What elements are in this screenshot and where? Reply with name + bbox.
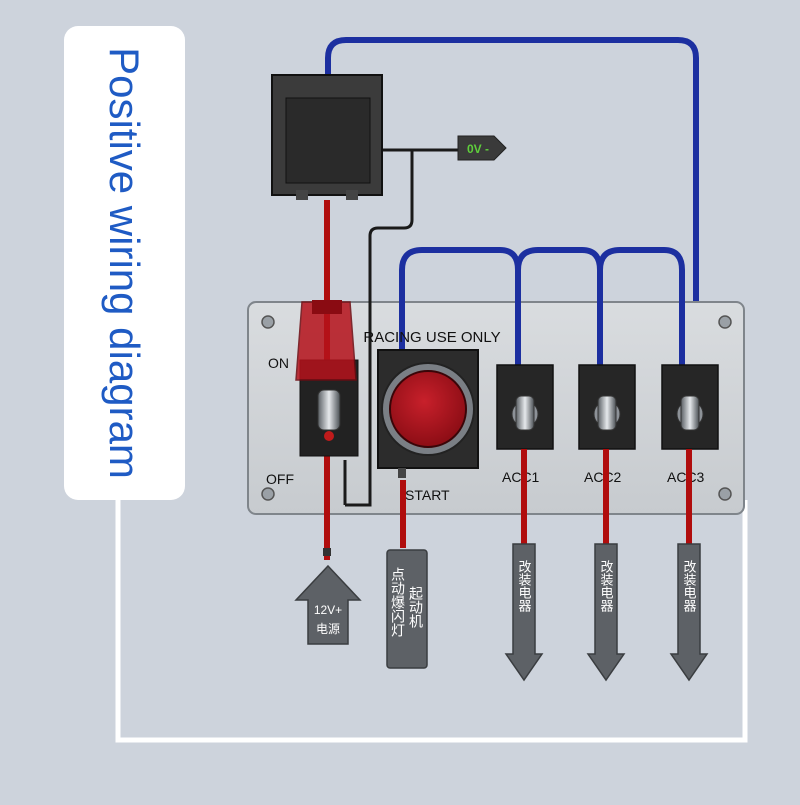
acc1-label: ACC1: [502, 469, 540, 485]
acc2-output-label: 改装电器: [599, 560, 614, 613]
toggle-switch-icon: [661, 364, 719, 450]
off-label: OFF: [266, 471, 294, 487]
white-loop-wire: [115, 500, 748, 743]
mount-hole: [718, 315, 732, 329]
jumper-wire-main: [325, 37, 699, 370]
on-label: ON: [268, 355, 289, 371]
panel-header: RACING USE ONLY: [363, 329, 500, 346]
title-card: Positive wiring diagram: [64, 26, 185, 500]
toggle-switch-icon: [578, 364, 636, 450]
acc2-label: ACC2: [584, 469, 622, 485]
start-output-box: 点动爆闪灯 起动机: [386, 549, 428, 669]
ground-tag: 0V -: [457, 135, 507, 161]
arrow-down-icon: 改装电器: [586, 543, 626, 682]
arrow-down-icon: 改装电器: [504, 543, 544, 682]
toggle-switch-icon: [496, 364, 554, 450]
safety-cover-toggle-icon: [295, 300, 359, 457]
start-label: START: [405, 487, 450, 503]
jumper-wire: [597, 247, 685, 370]
ground-wire: [345, 150, 414, 507]
mount-hole: [261, 315, 275, 329]
arrow-up-icon: 12V+ 电源: [294, 564, 362, 645]
mount-hole: [261, 487, 275, 501]
ground-tag-label: 0V -: [467, 142, 489, 156]
relay-icon: [271, 74, 383, 200]
switch-panel: [247, 301, 745, 515]
start-output-col2: 起动机: [408, 586, 424, 629]
push-button-icon: [377, 349, 479, 478]
arrow-down-icon: 改装电器: [669, 543, 709, 682]
acc3-label: ACC3: [667, 469, 705, 485]
power-input-line2: 电源: [316, 622, 340, 636]
acc3-output-label: 改装电器: [682, 560, 697, 613]
mount-hole: [718, 487, 732, 501]
power-input-line1: 12V+: [314, 603, 342, 617]
start-output-col1: 点动爆闪灯: [390, 567, 406, 638]
terminal-pin: [323, 548, 331, 556]
acc1-output-label: 改装电器: [517, 560, 532, 613]
diagram-title: Positive wiring diagram: [101, 47, 149, 479]
